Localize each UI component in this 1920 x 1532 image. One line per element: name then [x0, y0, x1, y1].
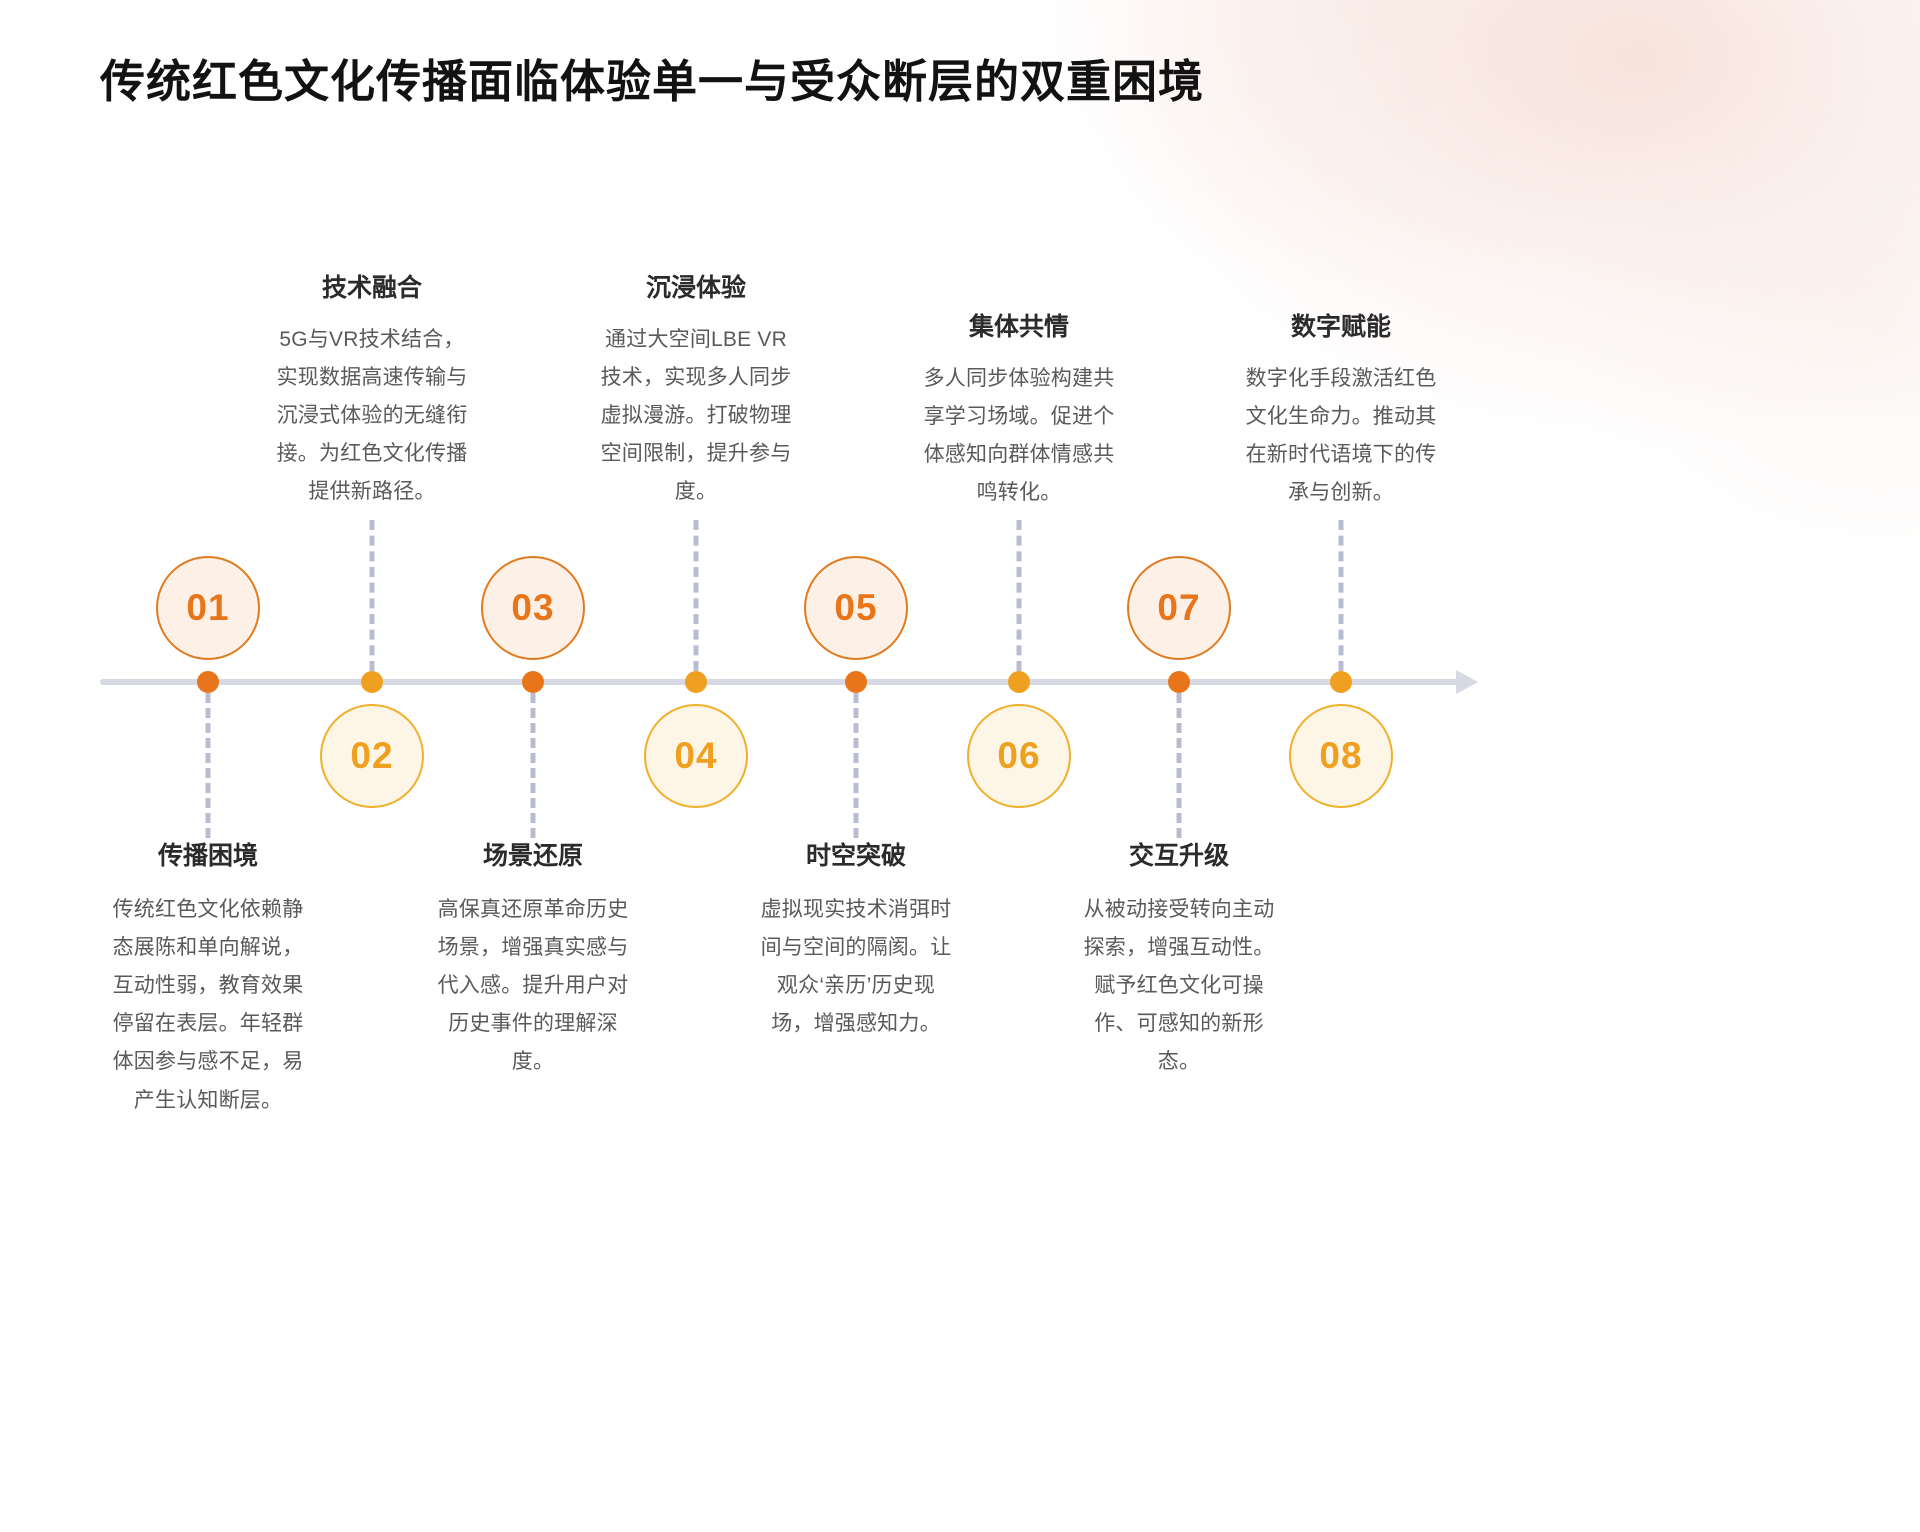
- step-number-circle-02[interactable]: 02: [320, 704, 424, 808]
- step-card-07: 交互升级从被动接受转向主动探索，增强互动性。赋予红色文化可操作、可感知的新形态。: [1079, 840, 1279, 1082]
- step-number-label: 08: [1319, 735, 1363, 776]
- step-card-title: 沉浸体验: [645, 274, 746, 302]
- step-card-body: 通过大空间LBE VR技术，实现多人同步虚拟漫游。打破物理空间限制，提升参与度。: [600, 327, 792, 504]
- timeline-node-dot-05[interactable]: [845, 671, 867, 693]
- step-connector-07: [1176, 693, 1182, 838]
- timeline-node-dot-06[interactable]: [1008, 671, 1030, 693]
- step-number-label: 01: [186, 587, 230, 628]
- step-connector-01: [205, 693, 211, 838]
- step-card-02: 技术融合 5G与VR技术结合，实现数据高速传输与沉浸式体验的无缝衔接。为红色文化传…: [272, 272, 472, 512]
- step-card-body: 多人同步体验构建共享学习场域。促进个体感知向群体情感共鸣转化。: [923, 366, 1115, 505]
- step-number-circle-07[interactable]: 07: [1127, 556, 1231, 660]
- step-card-body: 传统红色文化依赖静态展陈和单向解说，互动性弱，教育效果停留在表层。年轻群体因参与…: [112, 897, 304, 1112]
- page-title: 传统红色文化传播面临体验单一与受众断层的双重困境: [100, 56, 1205, 107]
- step-number-label: 02: [350, 735, 394, 776]
- step-number-circle-08[interactable]: 08: [1289, 704, 1393, 808]
- timeline-node-dot-08[interactable]: [1330, 671, 1352, 693]
- step-card-03: 场景还原高保真还原革命历史场景，增强真实感与代入感。提升用户对历史事件的理解深度…: [433, 840, 633, 1082]
- step-number-label: 04: [674, 735, 718, 776]
- step-card-06: 集体共情多人同步体验构建共享学习场域。促进个体感知向群体情感共鸣转化。: [919, 311, 1119, 512]
- step-connector-06: [1016, 520, 1022, 671]
- step-number-circle-06[interactable]: 06: [967, 704, 1071, 808]
- step-number-label: 07: [1157, 587, 1201, 628]
- step-card-body: 虚拟现实技术消弭时间与空间的隔阂。让观众‘亲历’历史现场，增强感知力。: [760, 897, 952, 1036]
- step-number-circle-03[interactable]: 03: [481, 556, 585, 660]
- step-number-circle-05[interactable]: 05: [804, 556, 908, 660]
- step-card-01: 传播困境传统红色文化依赖静态展陈和单向解说，互动性弱，教育效果停留在表层。年轻群…: [108, 840, 308, 1120]
- step-card-title: 时空突破: [805, 842, 906, 870]
- step-connector-05: [853, 693, 859, 838]
- step-connector-02: [369, 520, 375, 671]
- step-number-label: 06: [997, 735, 1041, 776]
- step-card-body: 数字化手段激活红色文化生命力。推动其在新时代语境下的传承与创新。: [1245, 366, 1437, 505]
- step-card-title: 传播困境: [157, 842, 258, 870]
- timeline-node-dot-07[interactable]: [1168, 671, 1190, 693]
- step-number-label: 05: [834, 587, 878, 628]
- step-card-08: 数字赋能数字化手段激活红色文化生命力。推动其在新时代语境下的传承与创新。: [1241, 311, 1441, 512]
- step-card-title: 数字赋能: [1290, 313, 1391, 341]
- step-card-title: 集体共情: [968, 313, 1069, 341]
- step-card-body: 5G与VR技术结合，实现数据高速传输与沉浸式体验的无缝衔接。为红色文化传播提供新…: [276, 327, 468, 504]
- step-card-05: 时空突破虚拟现实技术消弭时间与空间的隔阂。让观众‘亲历’历史现场，增强感知力。: [756, 840, 956, 1043]
- timeline-node-dot-03[interactable]: [522, 671, 544, 693]
- timeline-axis: [100, 679, 1462, 685]
- step-connector-03: [530, 693, 536, 838]
- step-number-label: 03: [511, 587, 555, 628]
- step-number-circle-01[interactable]: 01: [156, 556, 260, 660]
- step-number-circle-04[interactable]: 04: [644, 704, 748, 808]
- step-card-body: 高保真还原革命历史场景，增强真实感与代入感。提升用户对历史事件的理解深度。: [437, 897, 629, 1074]
- step-card-title: 技术融合: [321, 274, 422, 302]
- step-card-body: 从被动接受转向主动探索，增强互动性。赋予红色文化可操作、可感知的新形态。: [1083, 897, 1275, 1074]
- step-connector-08: [1338, 520, 1344, 671]
- timeline-node-dot-02[interactable]: [361, 671, 383, 693]
- step-card-title: 交互升级: [1128, 842, 1229, 870]
- step-connector-04: [693, 520, 699, 671]
- step-card-04: 沉浸体验通过大空间LBE VR技术，实现多人同步虚拟漫游。打破物理空间限制，提升…: [596, 272, 796, 512]
- timeline-node-dot-01[interactable]: [197, 671, 219, 693]
- timeline-node-dot-04[interactable]: [685, 671, 707, 693]
- timeline-arrow-icon: [1456, 670, 1478, 694]
- step-card-title: 场景还原: [482, 842, 583, 870]
